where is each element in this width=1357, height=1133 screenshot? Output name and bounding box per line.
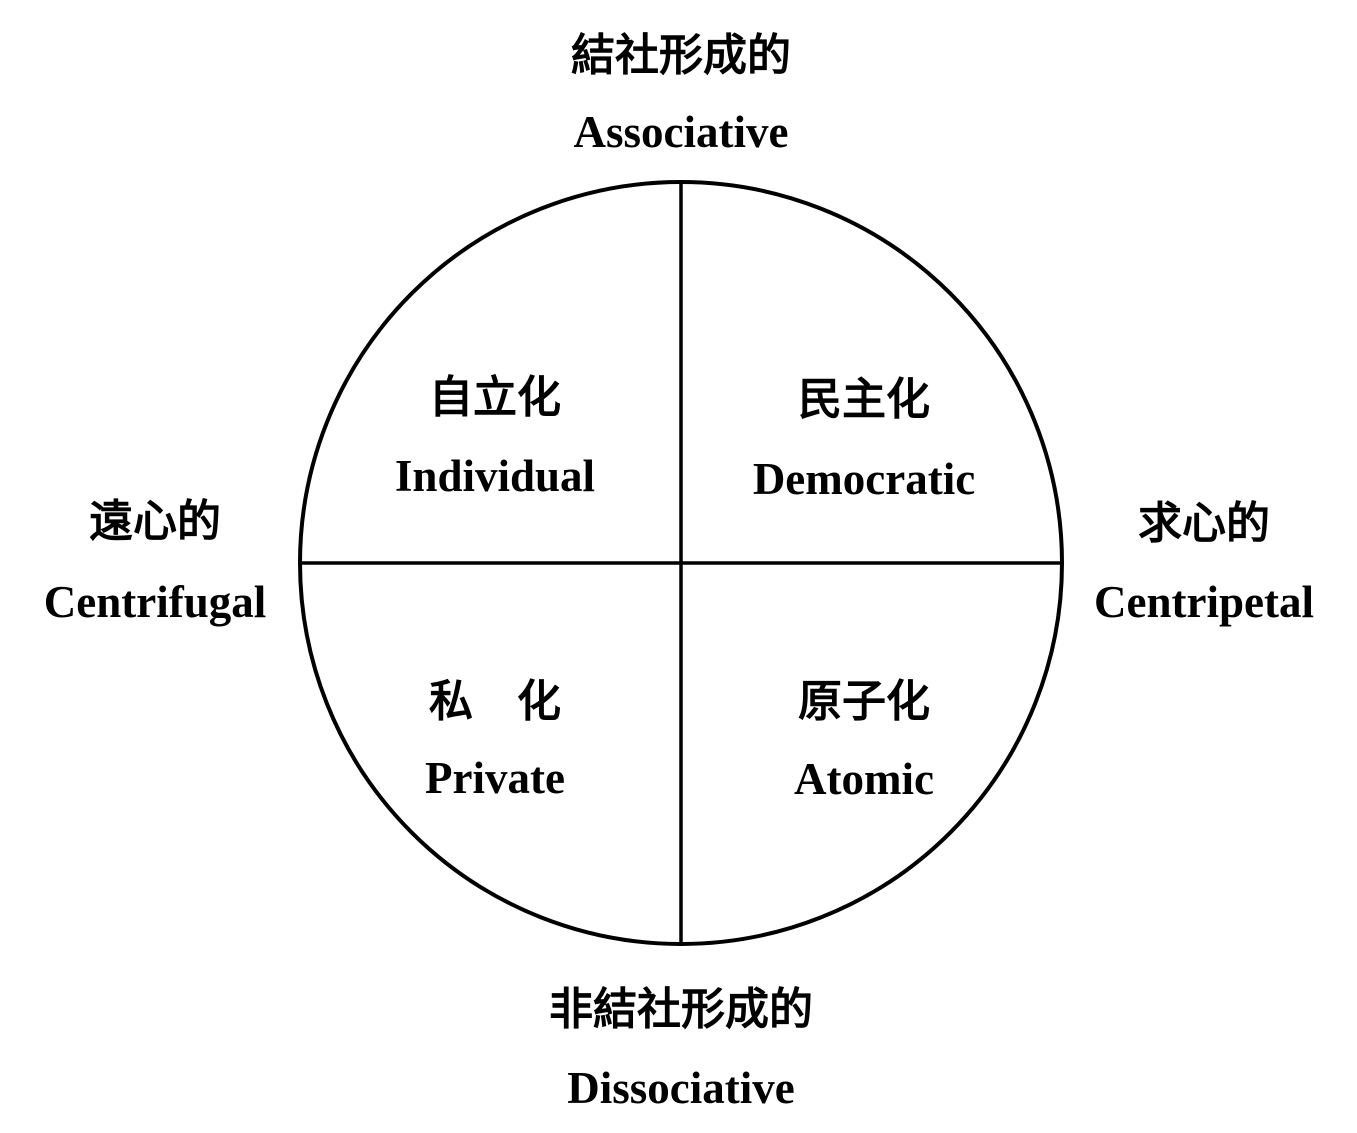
quadrant-bottom-right-en: Atomic (794, 754, 934, 804)
axis-right-jp: 求心的 (1138, 498, 1270, 549)
quadrant-top-right-jp: 民主化 (798, 374, 930, 425)
quadrant-bottom-right-jp: 原子化 (798, 676, 930, 727)
quadrant-top-right-en: Democratic (752, 454, 976, 504)
axis-top-jp: 結社形成的 (571, 30, 791, 81)
axis-right-en: Centripetal (1094, 577, 1314, 627)
axis-left-en: Centrifugal (43, 577, 267, 627)
axis-left-jp: 遠心的 (89, 496, 221, 547)
axis-bottom-en: Dissociative (567, 1063, 795, 1113)
axis-bottom-jp: 非結社形成的 (549, 984, 813, 1035)
quadrant-top-left-en: Individual (394, 451, 596, 501)
quadrant-bottom-left-jp: 私 化 (429, 676, 561, 727)
quadrant-bottom-left-en: Private (425, 753, 565, 803)
quadrant-top-left-jp: 自立化 (429, 372, 561, 423)
axis-top-en: Associative (573, 107, 789, 157)
